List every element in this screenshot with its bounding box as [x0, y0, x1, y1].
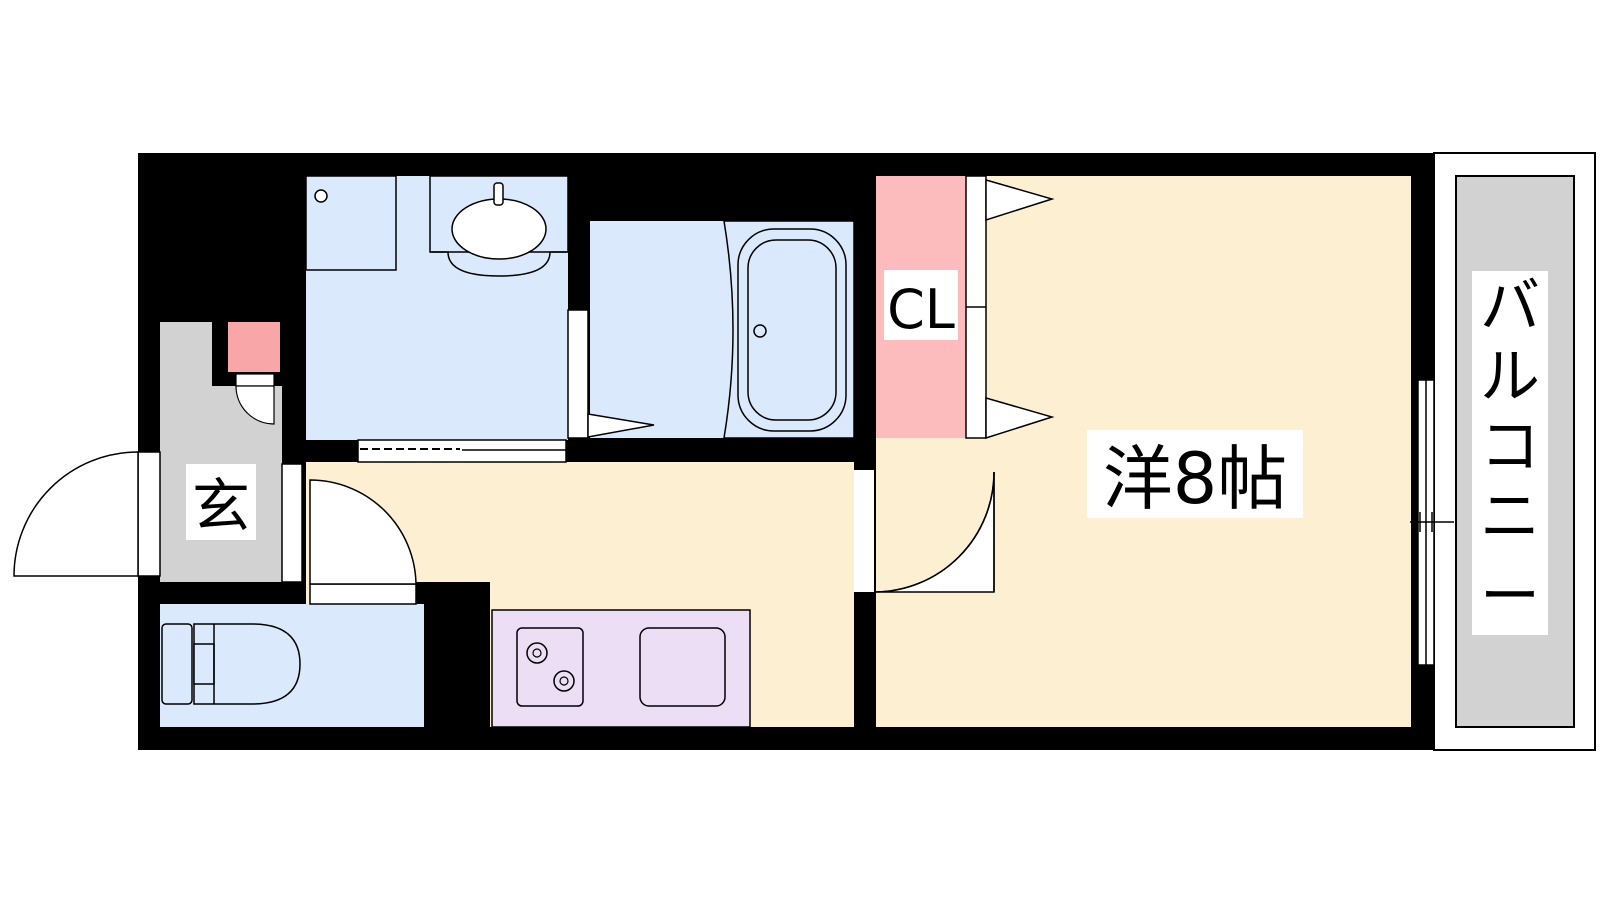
vanity-basin: [451, 198, 547, 260]
shoe-box: [228, 322, 280, 372]
shoe-box-door-swing: [235, 385, 275, 425]
entry-door-frame: [137, 451, 161, 577]
western-room-label: 洋8帖: [1103, 438, 1288, 520]
balcony-label-char-3: コ: [1480, 412, 1540, 482]
closet-door-swing-top: [985, 179, 1055, 222]
entrance-step: [281, 463, 303, 583]
faucet-icon: [493, 182, 504, 206]
entrance-label: 玄: [192, 472, 250, 540]
kitchen-wall-block: [416, 582, 490, 727]
entry-door-swing: [13, 451, 139, 577]
shoe-box-door-frame: [235, 373, 275, 387]
stove-top: [516, 627, 584, 707]
wash-room-sliding-door: [357, 439, 567, 463]
bathroom-door-swing: [587, 413, 655, 438]
drain-icon: [314, 189, 328, 203]
balcony-label-char-4: ニ: [1480, 482, 1540, 552]
toilet-seat-hinge: [193, 643, 215, 685]
kitchen-sink: [639, 627, 726, 707]
balcony-label-char-1: バ: [1480, 272, 1540, 342]
western-room-label-box: [1087, 430, 1303, 518]
bathroom-partition: [567, 309, 589, 439]
closet-door-swing-bottom: [985, 397, 1055, 440]
closet-label: CL: [887, 278, 955, 341]
bathtub-drain-icon: [753, 324, 767, 338]
vanity-basin-outline: [430, 251, 568, 277]
toilet-bowl: [193, 623, 301, 705]
closet-label-box: [884, 270, 958, 340]
bathtub-inner: [747, 239, 837, 421]
balcony-label-char-2: ル: [1480, 342, 1540, 412]
balcony-label-char-5: ー: [1480, 562, 1540, 632]
toilet-door-swing: [309, 479, 417, 585]
burner-1-center: [532, 648, 542, 658]
toilet-tank: [161, 623, 193, 705]
entrance-label-box: [186, 464, 256, 540]
balcony-label-box: [1472, 271, 1548, 635]
room-door-frame: [854, 470, 874, 592]
burner-2-center: [559, 676, 569, 686]
burner-1: [526, 642, 548, 664]
burner-2: [553, 670, 575, 692]
toilet-door-frame: [309, 583, 417, 605]
room-door-arc: [873, 471, 995, 593]
